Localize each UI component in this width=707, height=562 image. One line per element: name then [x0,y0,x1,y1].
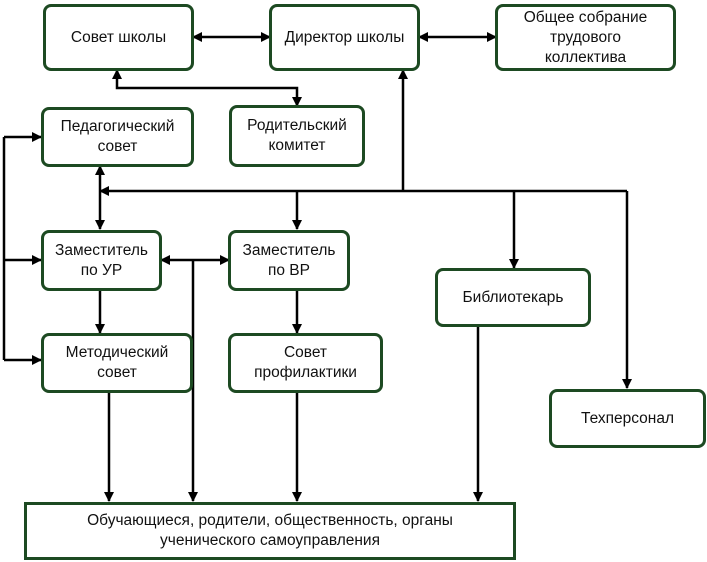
node-methodical-council-label: Методический совет [65,344,169,381]
node-general-assembly: Общее собрание трудового коллектива [495,4,676,71]
node-students-parents-label: Обучающиеся, родители, общественность, о… [87,512,453,549]
node-school-director: Директор школы [269,4,420,71]
node-parents-committee-label: Родительский комитет [247,117,347,154]
node-prevention-council-label: Совет профилактики [254,344,357,381]
node-tech-staff: Техперсонал [549,389,706,448]
node-pedagogical-council: Педагогический совет [41,107,194,167]
node-deputy-ur: Заместитель по УР [41,230,162,291]
connector-council-parents [112,69,302,107]
node-tech-staff-label: Техперсонал [580,409,675,427]
node-deputy-ur-label: Заместитель по УР [55,241,148,279]
node-prevention-council: Совет профилактики [228,333,383,393]
node-students-parents: Обучающиеся, родители, общественность, о… [24,502,516,560]
node-general-assembly-label: Общее собрание трудового коллектива [523,8,648,66]
node-deputy-vr-label: Заместитель по ВР [242,241,336,279]
node-school-council: Совет школы [43,4,194,71]
node-deputy-vr: Заместитель по ВР [228,230,350,291]
node-librarian-label: Библиотекарь [462,288,564,306]
node-methodical-council: Методический совет [41,333,193,393]
node-pedagogical-council-label: Педагогический совет [60,118,175,155]
node-parents-committee: Родительский комитет [229,105,365,167]
node-school-director-label: Директор школы [284,28,405,46]
node-librarian: Библиотекарь [435,268,591,327]
node-school-council-label: Совет школы [70,28,167,46]
